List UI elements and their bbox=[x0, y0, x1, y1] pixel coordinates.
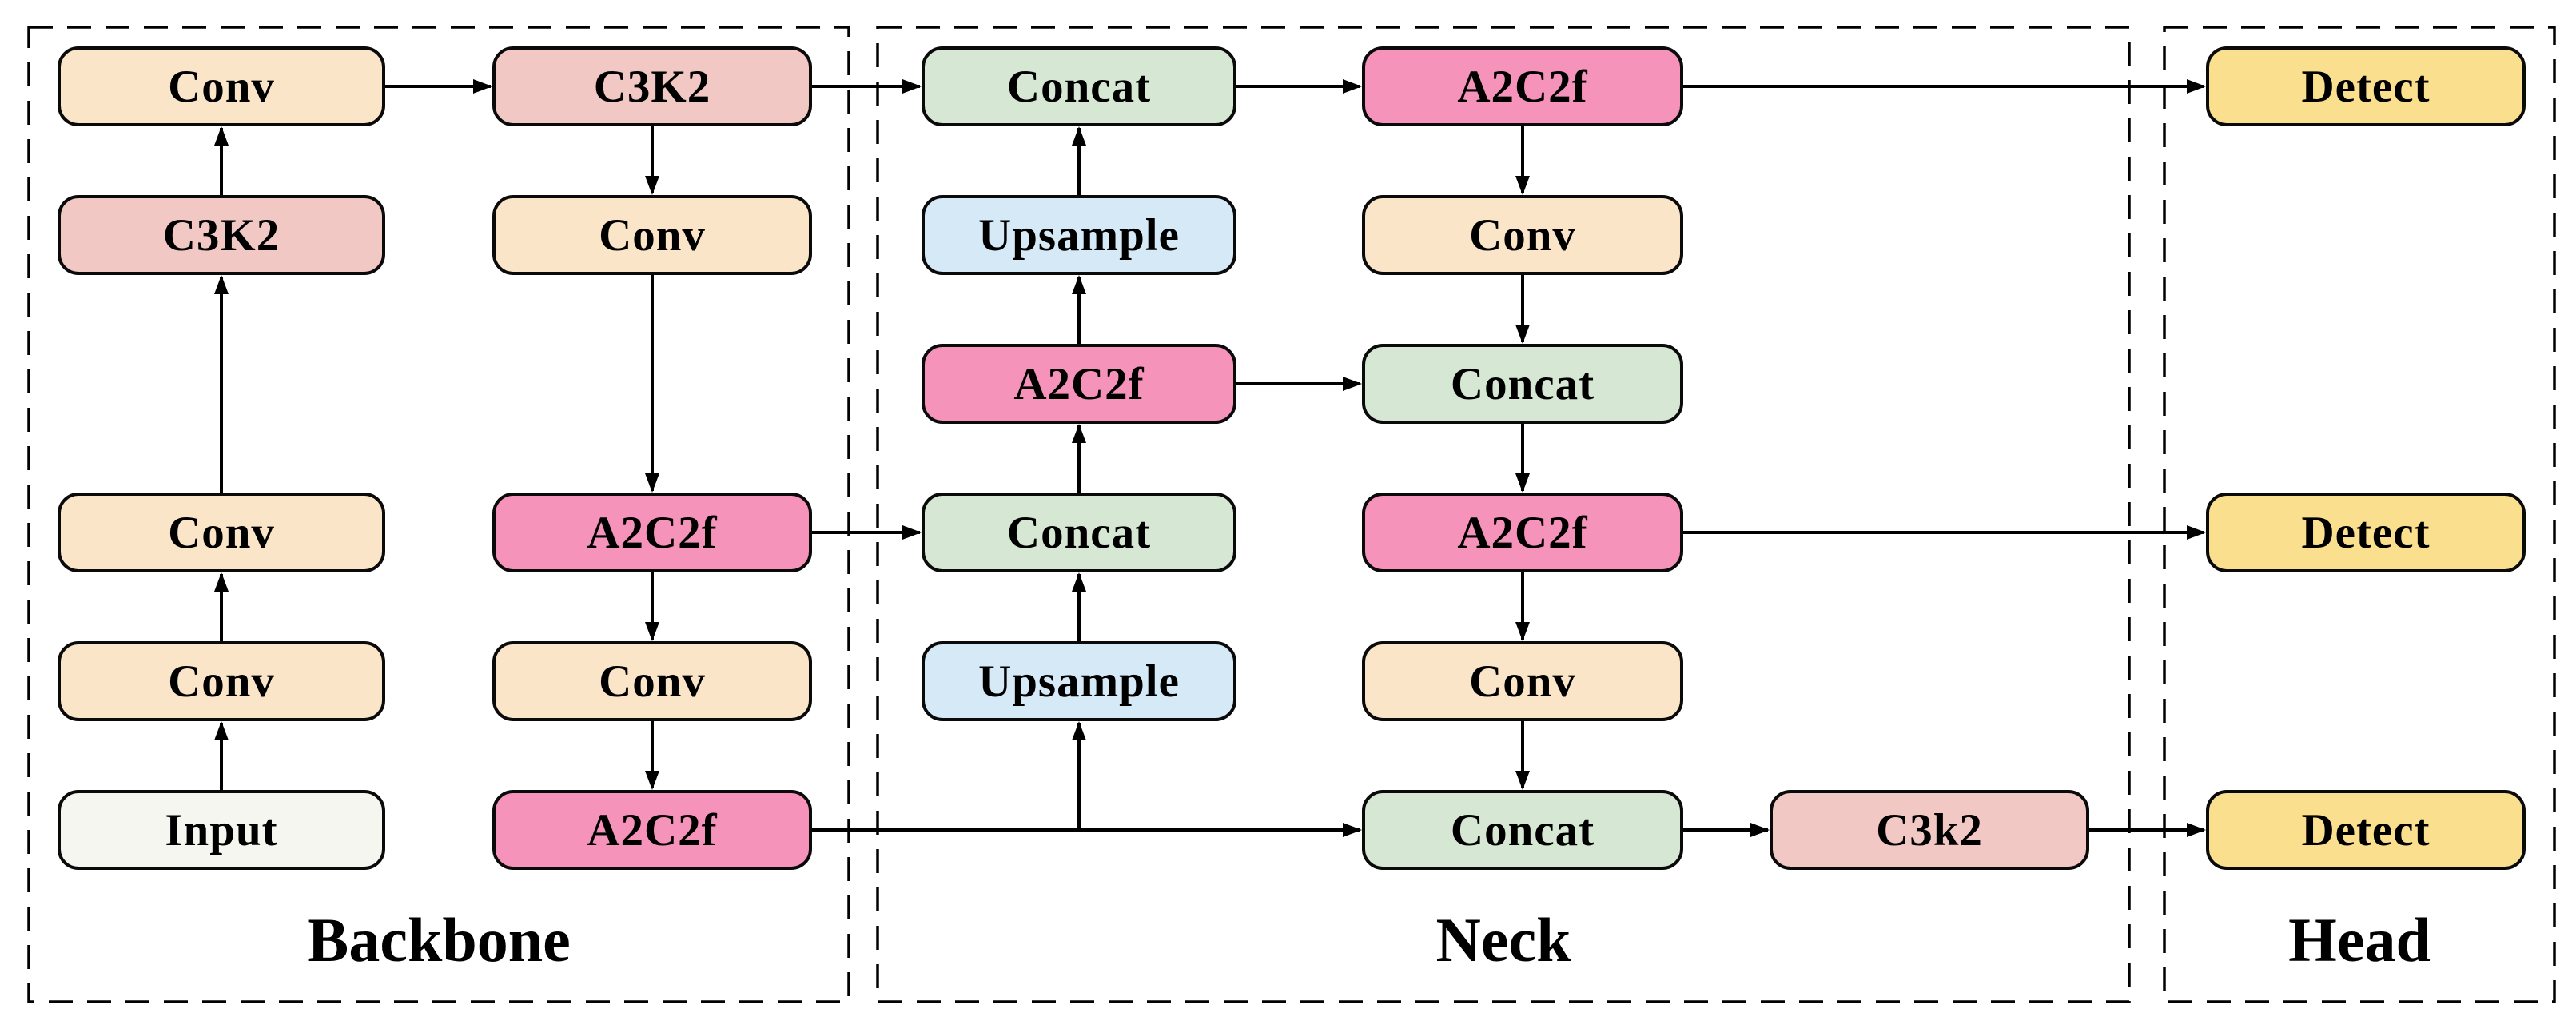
head-section-box bbox=[2163, 26, 2556, 1003]
block-a5-a2c2f: A2C2f bbox=[1362, 493, 1683, 572]
block-d3-detect: Detect bbox=[2206, 790, 2526, 870]
block-a2-a2c2f: A2C2f bbox=[492, 790, 812, 870]
block-cv6-conv: Conv bbox=[1362, 195, 1683, 275]
block-cv4-conv: Conv bbox=[492, 195, 812, 275]
block-cv2-conv: Conv bbox=[58, 493, 385, 572]
block-d1-detect: Detect bbox=[2206, 46, 2526, 126]
block-cc4-concat: Concat bbox=[1362, 790, 1683, 870]
block-ck2-c3k2: C3K2 bbox=[492, 46, 812, 126]
block-a1-a2c2f: A2C2f bbox=[492, 493, 812, 572]
block-cv7-conv: Conv bbox=[1362, 641, 1683, 721]
block-up2-upsample: Upsample bbox=[922, 641, 1236, 721]
neck-label: Neck bbox=[1435, 905, 1571, 975]
block-cv3-conv: Conv bbox=[58, 46, 385, 126]
block-cv5-conv: Conv bbox=[492, 641, 812, 721]
block-ck1-c3k2: C3K2 bbox=[58, 195, 385, 275]
head-label: Head bbox=[2288, 905, 2431, 975]
block-d2-detect: Detect bbox=[2206, 493, 2526, 572]
backbone-section-box bbox=[27, 26, 850, 1003]
block-cc2-concat: Concat bbox=[922, 493, 1236, 572]
block-cc1-concat: Concat bbox=[922, 46, 1236, 126]
block-in1-input: Input bbox=[58, 790, 385, 870]
backbone-label: Backbone bbox=[307, 905, 571, 975]
block-up1-upsample: Upsample bbox=[922, 195, 1236, 275]
block-ck3-c3k2: C3k2 bbox=[1770, 790, 2089, 870]
block-a3-a2c2f: A2C2f bbox=[922, 344, 1236, 424]
block-a4-a2c2f: A2C2f bbox=[1362, 46, 1683, 126]
neck-section-box bbox=[876, 26, 2131, 1003]
block-cv1-conv: Conv bbox=[58, 641, 385, 721]
block-cc3-concat: Concat bbox=[1362, 344, 1683, 424]
